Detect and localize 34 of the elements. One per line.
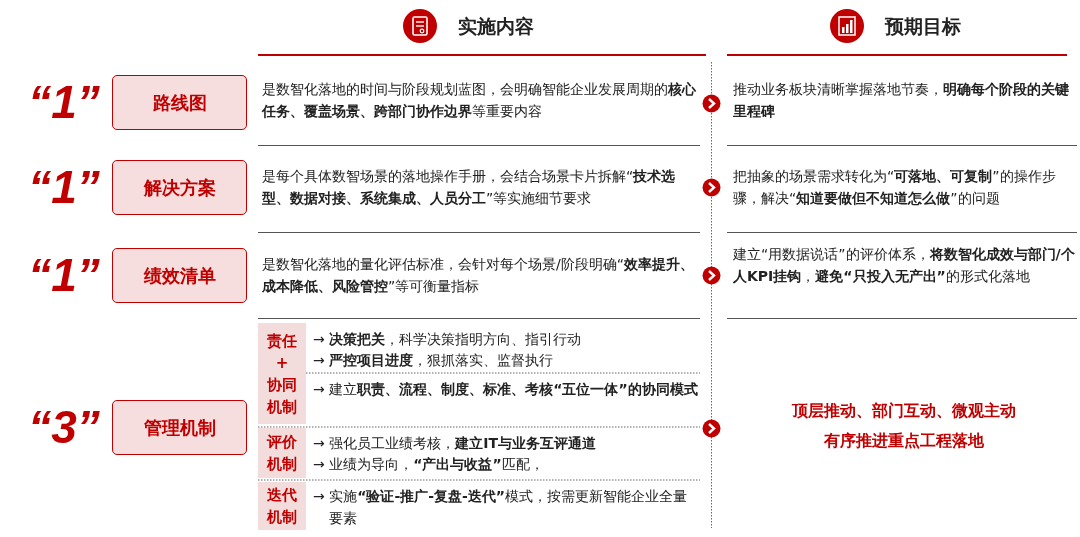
callout-number: “1” xyxy=(27,250,101,300)
mechanism-text: → 业绩为导向，“产出与收益”匹配， xyxy=(313,455,545,474)
mechanism-text: → 建立职责、流程、制度、标准、考核“五位一体”的协同模式 xyxy=(313,380,698,399)
mechanism-box xyxy=(258,323,306,424)
description-text: 是每个具体数智场景的落地操作手册，会结合场景卡片拆解“技术选型、数据对接、系统集成、人员分工”等实施细节要求 xyxy=(262,167,677,208)
mechanism-box xyxy=(258,428,306,478)
conclusion-text: 顶层推动、部门互动、微观主动 xyxy=(790,400,1017,422)
mechanism-text: → 严控项目进度，狠抓落实、监督执行 xyxy=(313,351,555,370)
box-label: 评价机制 xyxy=(267,432,297,475)
box-label: 绩效清单 xyxy=(143,263,216,288)
description-text: 是数智化落地的时间与阶段规划蓝图，会明确智能企业发展周期的核心任务、覆盖场景、跨部门协作边界等重要内容 xyxy=(262,80,697,121)
mechanism-text: → 决策把关，科学决策指明方向、指引行动 xyxy=(313,330,583,349)
category-box xyxy=(112,248,247,303)
section-heading: 实施内容 xyxy=(458,14,534,39)
mechanism-text: → 实施“验证-推广-复盘-迭代”模式，按需更新智能企业全量要素 xyxy=(313,487,689,528)
mechanism-text: → 强化员工业绩考核，建立IT与业务互评通道 xyxy=(313,434,597,453)
category-box xyxy=(112,160,247,215)
goal-text: 把抽象的场景需求转化为“可落地、可复制”的操作步骤，解决“知道要做但不知道怎么做”的问题 xyxy=(733,167,1057,208)
box-label: 路线图 xyxy=(152,90,207,115)
category-box xyxy=(112,400,247,455)
box-label: 迭代机制 xyxy=(267,485,297,528)
box-label: 责任+协同机制 xyxy=(267,330,297,418)
section-heading: 预期目标 xyxy=(885,14,961,39)
callout-number: “1” xyxy=(27,162,101,212)
conclusion-text: 有序推进重点工程落地 xyxy=(823,430,985,452)
box-label: 解决方案 xyxy=(143,175,216,200)
category-box xyxy=(112,75,247,130)
callout-number: “3” xyxy=(27,402,101,452)
callout-number: “1” xyxy=(27,77,101,127)
goal-text: 推动业务板块清晰掌握落地节奏，明确每个阶段的关键里程碑 xyxy=(733,80,1070,121)
description-text: 是数智化落地的量化评估标准，会针对每个场景/阶段明确“效率提升、成本降低、风险管控”等可衡量指标 xyxy=(262,255,695,296)
box-label: 管理机制 xyxy=(143,415,216,440)
goal-text: 建立“用数据说话”的评价体系，将数智化成效与部门/个人KPI挂钩，避免“只投入无产出”的形式化落地 xyxy=(733,245,1075,286)
mechanism-box xyxy=(258,482,306,530)
